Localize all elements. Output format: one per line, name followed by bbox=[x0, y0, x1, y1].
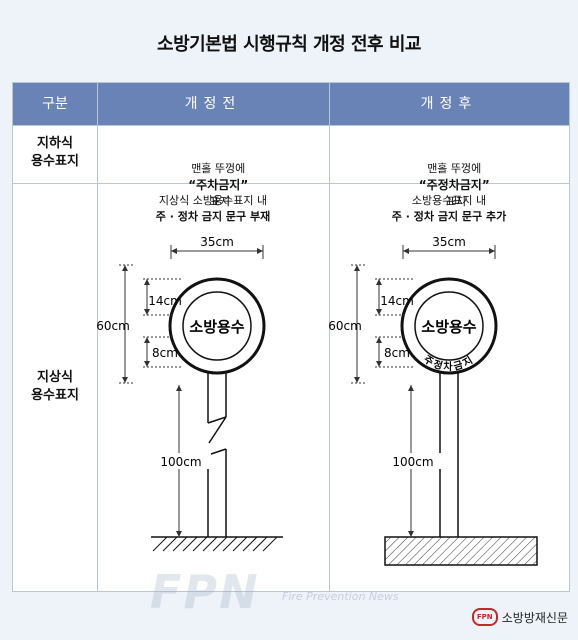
dim-outer-label: 14cm bbox=[380, 294, 414, 308]
header-before: 개정전 bbox=[184, 96, 242, 112]
dim-inner-label: 8cm bbox=[384, 346, 410, 360]
row-label-underground: 지하식 용수표지 bbox=[13, 135, 97, 171]
dim-width-label: 35cm bbox=[432, 235, 466, 249]
text-prefix: 맨홀 뚜껑에 bbox=[427, 162, 482, 175]
before-underground-text: 맨홀 뚜껑에 “주차금지” 표지 bbox=[97, 147, 329, 222]
before-sign-diagram: 35cm 소방용수 bbox=[96, 235, 283, 552]
dim-height-label: 60cm bbox=[96, 319, 130, 333]
text-quote: “주정차금지” bbox=[418, 178, 490, 192]
column-divider bbox=[97, 83, 98, 591]
column-divider bbox=[329, 83, 330, 591]
after-aboveground-desc: 소방용수표지 내 주 · 정차 금지 문구 추가 bbox=[329, 193, 569, 225]
brand-logo: FPN 소방방재신문 bbox=[471, 608, 568, 626]
desc-line: 소방용수표지 내 bbox=[411, 194, 487, 207]
dim-height-label: 60cm bbox=[328, 319, 362, 333]
row-divider bbox=[13, 183, 569, 184]
fpn-watermark: FPN bbox=[150, 565, 260, 619]
desc-line: 지상식 소방용수표지 내 bbox=[158, 194, 268, 207]
row-label-line: 용수표지 bbox=[31, 388, 79, 403]
desc-line: 주 · 정차 금지 문구 추가 bbox=[391, 210, 507, 223]
header-category: 구분 bbox=[42, 96, 68, 112]
text-suffix: 표지 bbox=[445, 195, 467, 208]
text-quote: “주차금지” bbox=[188, 178, 249, 192]
sign-text: 소방용수 bbox=[421, 318, 476, 336]
row-label-line: 용수표지 bbox=[31, 154, 79, 169]
sign-text: 소방용수 bbox=[189, 318, 244, 336]
table-header: 구분 개정전 개정후 bbox=[13, 83, 569, 125]
sign-diagrams: 35cm 소방용수 bbox=[96, 235, 538, 566]
row-label-aboveground: 지상식 용수표지 bbox=[13, 369, 97, 405]
ground-base bbox=[384, 536, 538, 566]
text-prefix: 맨홀 뚜껑에 bbox=[191, 162, 246, 175]
header-after: 개정후 bbox=[420, 96, 478, 112]
brand-name: 소방방재신문 bbox=[501, 610, 568, 625]
sign-inner-circle bbox=[414, 291, 484, 361]
comparison-table: 구분 개정전 개정후 지하식 용수표지 맨홀 뚜껑에 “주차금지” 표지 맨홀 … bbox=[12, 82, 570, 592]
text-suffix: 표지 bbox=[209, 195, 231, 208]
sign-inner-circle bbox=[182, 291, 252, 361]
row-label-line: 지상식 bbox=[37, 370, 73, 385]
fpn-logo-icon: FPN bbox=[471, 608, 498, 626]
page-title: 소방기본법 시행규칙 개정 전후 비교 bbox=[157, 34, 421, 55]
dim-inner-label: 8cm bbox=[152, 346, 178, 360]
row-label-line: 지하식 bbox=[37, 136, 73, 151]
after-underground-text: 맨홀 뚜껑에 “주정차금지” 표지 bbox=[329, 147, 569, 222]
desc-line: 주 · 정차 금지 문구 부재 bbox=[155, 210, 271, 223]
dim-width-label: 35cm bbox=[200, 235, 234, 249]
fpn-watermark-sub: Fire Prevention News bbox=[282, 590, 399, 603]
after-sign-diagram: 35cm 소방용수 주정차금지 60cm 1 bbox=[328, 235, 538, 566]
row-divider bbox=[13, 125, 569, 126]
dim-outer-label: 14cm bbox=[148, 294, 182, 308]
before-aboveground-desc: 지상식 소방용수표지 내 주 · 정차 금지 문구 부재 bbox=[97, 193, 329, 225]
dim-pole-label: 100cm bbox=[160, 455, 201, 469]
dim-pole-label: 100cm bbox=[392, 455, 433, 469]
